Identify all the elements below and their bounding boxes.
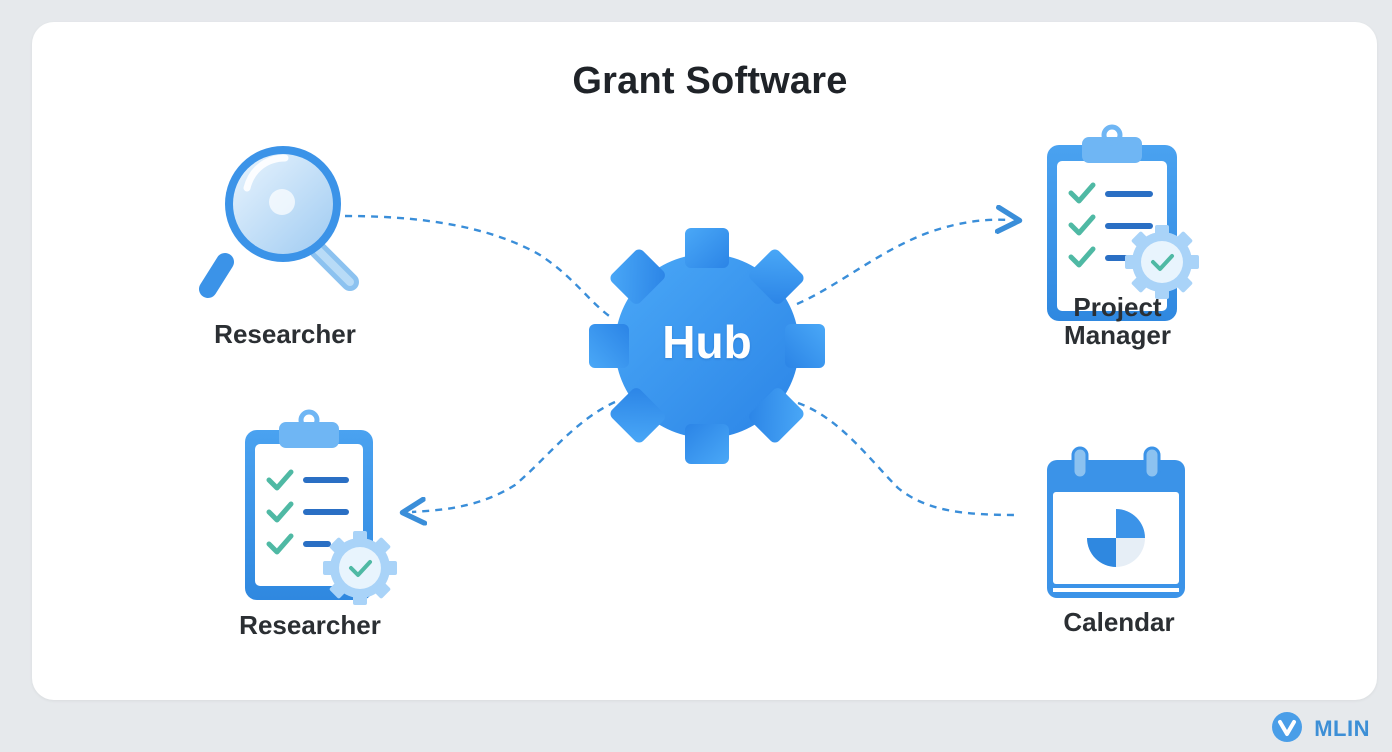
hub-gear-icon [589,228,825,464]
clipboard-checklist-icon [245,409,397,605]
calendar-icon [1047,446,1185,598]
connector-researcher-top [344,214,613,319]
node-project-manager-label: Project Manager [1040,293,1195,349]
watermark: MLIN [1314,716,1370,742]
clipboard-checklist-icon [1047,124,1199,321]
node-researcher-top-label: Researcher [214,319,356,349]
node-calendar-label: Calendar [1063,607,1175,637]
node-researcher-bottom-label: Researcher [239,610,381,640]
connector-calendar [797,401,1016,517]
connector-project-manager [796,220,1010,306]
node-project-manager-label-line2: Manager [1064,320,1171,350]
connector-researcher-bottom [412,400,616,512]
node-project-manager-label-line1: Project [1073,292,1162,322]
magnifier-icon [199,146,359,298]
hub-label: Hub [662,316,752,368]
diagram-title: Grant Software [572,60,848,102]
watermark-text: MLIN [1314,716,1370,741]
watermark-logo-icon [1272,712,1302,742]
